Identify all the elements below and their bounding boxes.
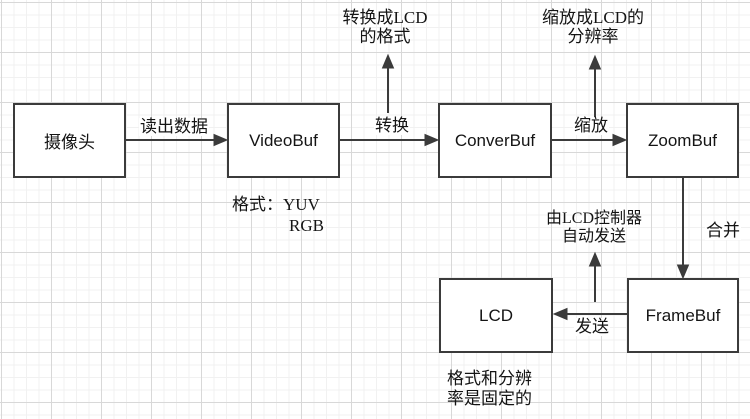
edge-label-send: 发送	[574, 317, 610, 336]
note-zoom-to-lcd-resolution: 缩放成LCD的 分辨率	[542, 8, 644, 46]
node-converbuf: ConverBuf	[438, 103, 552, 178]
arrowhead-up-icon	[588, 251, 602, 267]
arrowhead-left-icon	[552, 307, 568, 321]
arrowhead-down-icon	[676, 264, 690, 280]
note-line: 缩放成LCD的	[542, 8, 644, 27]
note-line: 率是固定的	[447, 389, 532, 408]
note-convert-to-lcd-format: 转换成LCD 的格式	[343, 8, 428, 46]
note-line: RGB	[289, 216, 324, 235]
arrowhead-up-icon	[381, 53, 395, 69]
note-line: 自动发送	[561, 228, 627, 245]
node-framebuf-label: FrameBuf	[645, 305, 721, 325]
arrowhead-right-icon	[213, 133, 229, 147]
node-framebuf: FrameBuf	[627, 278, 739, 353]
edge-label-read-data: 读出数据	[139, 117, 209, 136]
edge-label-zoom: 缩放	[573, 116, 609, 135]
node-videobuf-label: VideoBuf	[249, 130, 318, 150]
note-format-resolution-fixed: 格式和分辨 率是固定的	[447, 369, 532, 409]
note-line: 分辨率	[567, 27, 619, 46]
node-camera: 摄像头	[13, 103, 126, 178]
note-line: 转换成LCD	[342, 8, 428, 27]
arrowhead-up-icon	[588, 54, 602, 70]
edge-label-convert: 转换	[374, 116, 410, 135]
arrowhead-right-icon	[612, 133, 628, 147]
node-zoombuf: ZoomBuf	[626, 103, 739, 178]
node-camera-label: 摄像头	[44, 133, 95, 152]
edge-label-merge: 合并	[705, 221, 741, 240]
note-line: 的格式	[359, 27, 411, 46]
node-zoombuf-label: ZoomBuf	[648, 130, 717, 150]
note-lcd-controller-auto-send: 由LCD控制器 自动发送	[546, 210, 642, 246]
note-format-yuv-rgb: 格式：YUV RGB	[232, 194, 324, 236]
arrowhead-right-icon	[424, 133, 440, 147]
note-line: 格式和分辨	[447, 369, 532, 388]
note-line: 格式：YUV	[232, 195, 320, 214]
node-videobuf: VideoBuf	[227, 103, 340, 178]
node-lcd: LCD	[439, 278, 553, 353]
node-converbuf-label: ConverBuf	[454, 130, 536, 150]
node-lcd-label: LCD	[478, 305, 513, 325]
note-line: 由LCD控制器	[545, 210, 643, 227]
